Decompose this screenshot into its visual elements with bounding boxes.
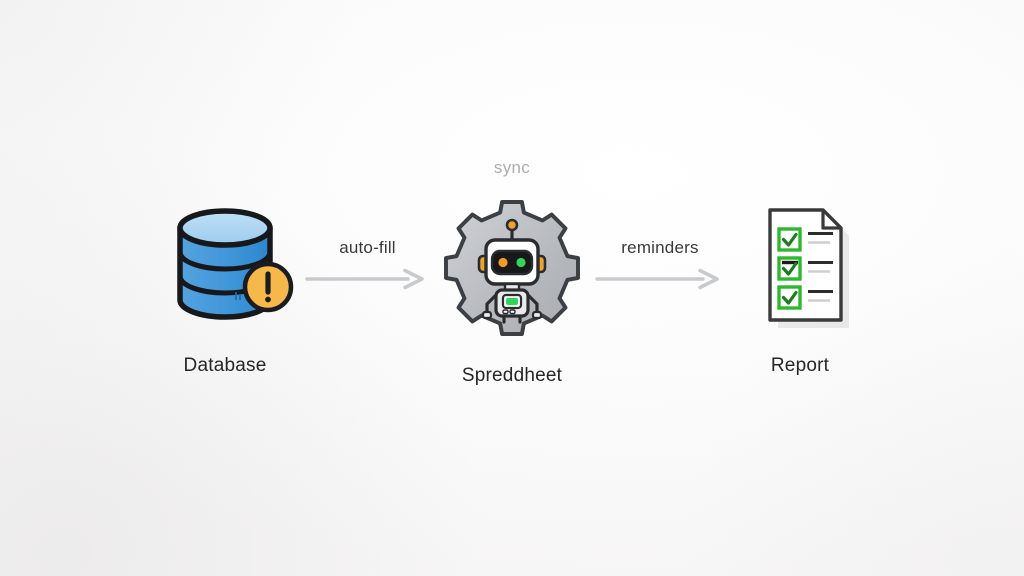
checklist-row	[777, 285, 833, 310]
warning-exclamation-badge	[241, 260, 295, 319]
edge-auto-fill: auto-fill	[305, 238, 430, 290]
robot-figure	[477, 218, 547, 324]
checklist-row	[777, 227, 833, 252]
node-database[interactable]: Database	[140, 200, 310, 377]
edge-reminders: reminders	[595, 238, 725, 290]
node-label-database: Database	[183, 355, 267, 376]
node-label-report: Report	[770, 355, 830, 376]
gear-robot-icon	[442, 198, 582, 343]
edge-label-auto-fill: auto-fill	[339, 238, 396, 257]
checklist-row	[777, 256, 833, 281]
arrow-right-icon	[305, 268, 424, 290]
node-label-spreadsheet: Spreddheet	[461, 365, 563, 386]
node-report[interactable]: Report	[715, 196, 885, 377]
node-spreadsheet[interactable]: Spreddheet	[427, 198, 597, 387]
edge-label-reminders: reminders	[621, 238, 699, 257]
arrow-right-icon	[595, 268, 719, 290]
sync-caption: sync	[493, 158, 531, 177]
document-checklist-icon	[737, 196, 863, 337]
